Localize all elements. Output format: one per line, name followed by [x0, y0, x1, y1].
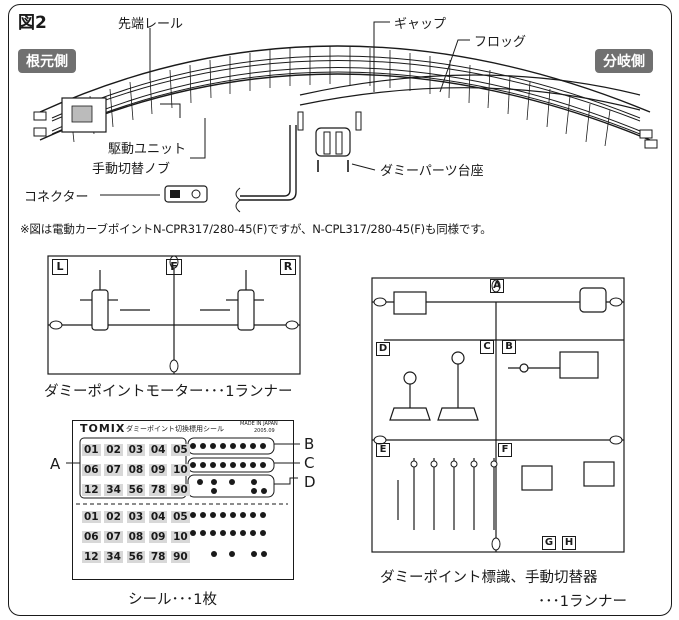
sticker-cell: 34	[104, 484, 123, 496]
sticker-cell: 05	[171, 444, 190, 456]
sticker-row: 01 02 03 04 05	[82, 507, 190, 527]
sticker-row: 06 07 08 09 10	[82, 527, 190, 547]
sticker-cell: 07	[104, 531, 123, 543]
sticker-cell: 90	[171, 484, 190, 496]
sticker-cell: 34	[104, 551, 123, 563]
sticker-cell: 02	[104, 444, 123, 456]
sticker-cell: 78	[148, 484, 168, 496]
runner-label-r: R	[280, 259, 296, 275]
base-side-tag: 根元側	[18, 49, 76, 73]
sticker-cell: 09	[148, 464, 168, 476]
small-print-2: 2005.09	[254, 428, 275, 434]
small-print-1: MADE IN JAPAN	[240, 421, 278, 427]
sign-runner-caption-1: ダミーポイント標識、手動切替器	[380, 570, 598, 586]
gap-label: ギャップ	[394, 17, 447, 32]
manual-knob-label: 手動切替ノブ	[92, 162, 171, 177]
sticker-cell: 07	[104, 464, 123, 476]
sticker-cell: 56	[126, 551, 146, 563]
sticker-cell: 01	[82, 444, 101, 456]
sticker-sheet	[72, 420, 294, 580]
sticker-cell: 03	[126, 511, 146, 523]
callout-a: A	[50, 455, 61, 473]
sticker-cell: 04	[148, 511, 168, 523]
frog-label: フロッグ	[474, 35, 527, 50]
branch-side-tag: 分岐側	[595, 49, 653, 73]
sticker-cell: 78	[148, 551, 168, 563]
runner-label-a: A	[490, 279, 504, 293]
runner-label-b: B	[502, 340, 516, 354]
sticker-grid-top: 01 02 03 04 05 06 07 08 09 10 12 34 56 7…	[82, 440, 190, 500]
sticker-sheet-title: ダミーポイント切換標用シール	[126, 425, 224, 433]
sticker-cell: 04	[148, 444, 168, 456]
sticker-cell: 56	[126, 484, 146, 496]
brand-logo: TOMIX	[80, 422, 126, 435]
motor-runner-caption: ダミーポイントモーター･･･1ランナー	[44, 384, 293, 400]
sticker-cell: 09	[148, 531, 168, 543]
sticker-cell: 05	[171, 511, 190, 523]
sticker-cell: 02	[104, 511, 123, 523]
sticker-caption: シール･･･1枚	[128, 592, 217, 608]
figure-frame	[8, 4, 672, 616]
callout-b: B	[304, 435, 315, 453]
sticker-cell: 06	[82, 464, 101, 476]
runner-label-l: L	[52, 259, 68, 275]
sticker-cell: 10	[171, 464, 190, 476]
sticker-row: 12 34 56 78 90	[82, 547, 190, 567]
sticker-cell: 10	[171, 531, 190, 543]
sticker-cell: 06	[82, 531, 101, 543]
sticker-cell: 08	[126, 464, 146, 476]
sticker-cell: 12	[82, 484, 101, 496]
drive-unit-label: 駆動ユニット	[108, 142, 187, 157]
callout-d: D	[304, 473, 316, 491]
sticker-cell: 90	[171, 551, 190, 563]
point-rail-label: 先端レール	[118, 17, 184, 32]
runner-label-g: G	[542, 536, 556, 550]
connector-label: コネクター	[24, 190, 89, 205]
runner-label-d: D	[376, 342, 390, 356]
sticker-grid-bottom: 01 02 03 04 05 06 07 08 09 10 12 34 56 7…	[82, 507, 190, 567]
sticker-cell: 01	[82, 511, 101, 523]
runner-label-h: H	[562, 536, 576, 550]
sticker-row: 06 07 08 09 10	[82, 460, 190, 480]
dummy-base-label: ダミーパーツ台座	[380, 164, 484, 179]
sticker-cell: 03	[126, 444, 146, 456]
sign-runner-caption-2: ･･･1ランナー	[538, 594, 627, 610]
sticker-row: 01 02 03 04 05	[82, 440, 190, 460]
runner-label-c: C	[480, 340, 494, 354]
sticker-cell: 08	[126, 531, 146, 543]
runner-label-f: F	[498, 443, 512, 457]
sticker-row: 12 34 56 78 90	[82, 480, 190, 500]
runner-label-e: E	[376, 443, 390, 457]
runner-label-f: F	[166, 259, 182, 275]
figure-title: 図2	[18, 13, 47, 33]
model-note: ※図は電動カーブポイントN-CPR317/280-45(F)ですが、N-CPL3…	[20, 222, 492, 236]
sticker-cell: 12	[82, 551, 101, 563]
callout-c: C	[304, 454, 315, 472]
